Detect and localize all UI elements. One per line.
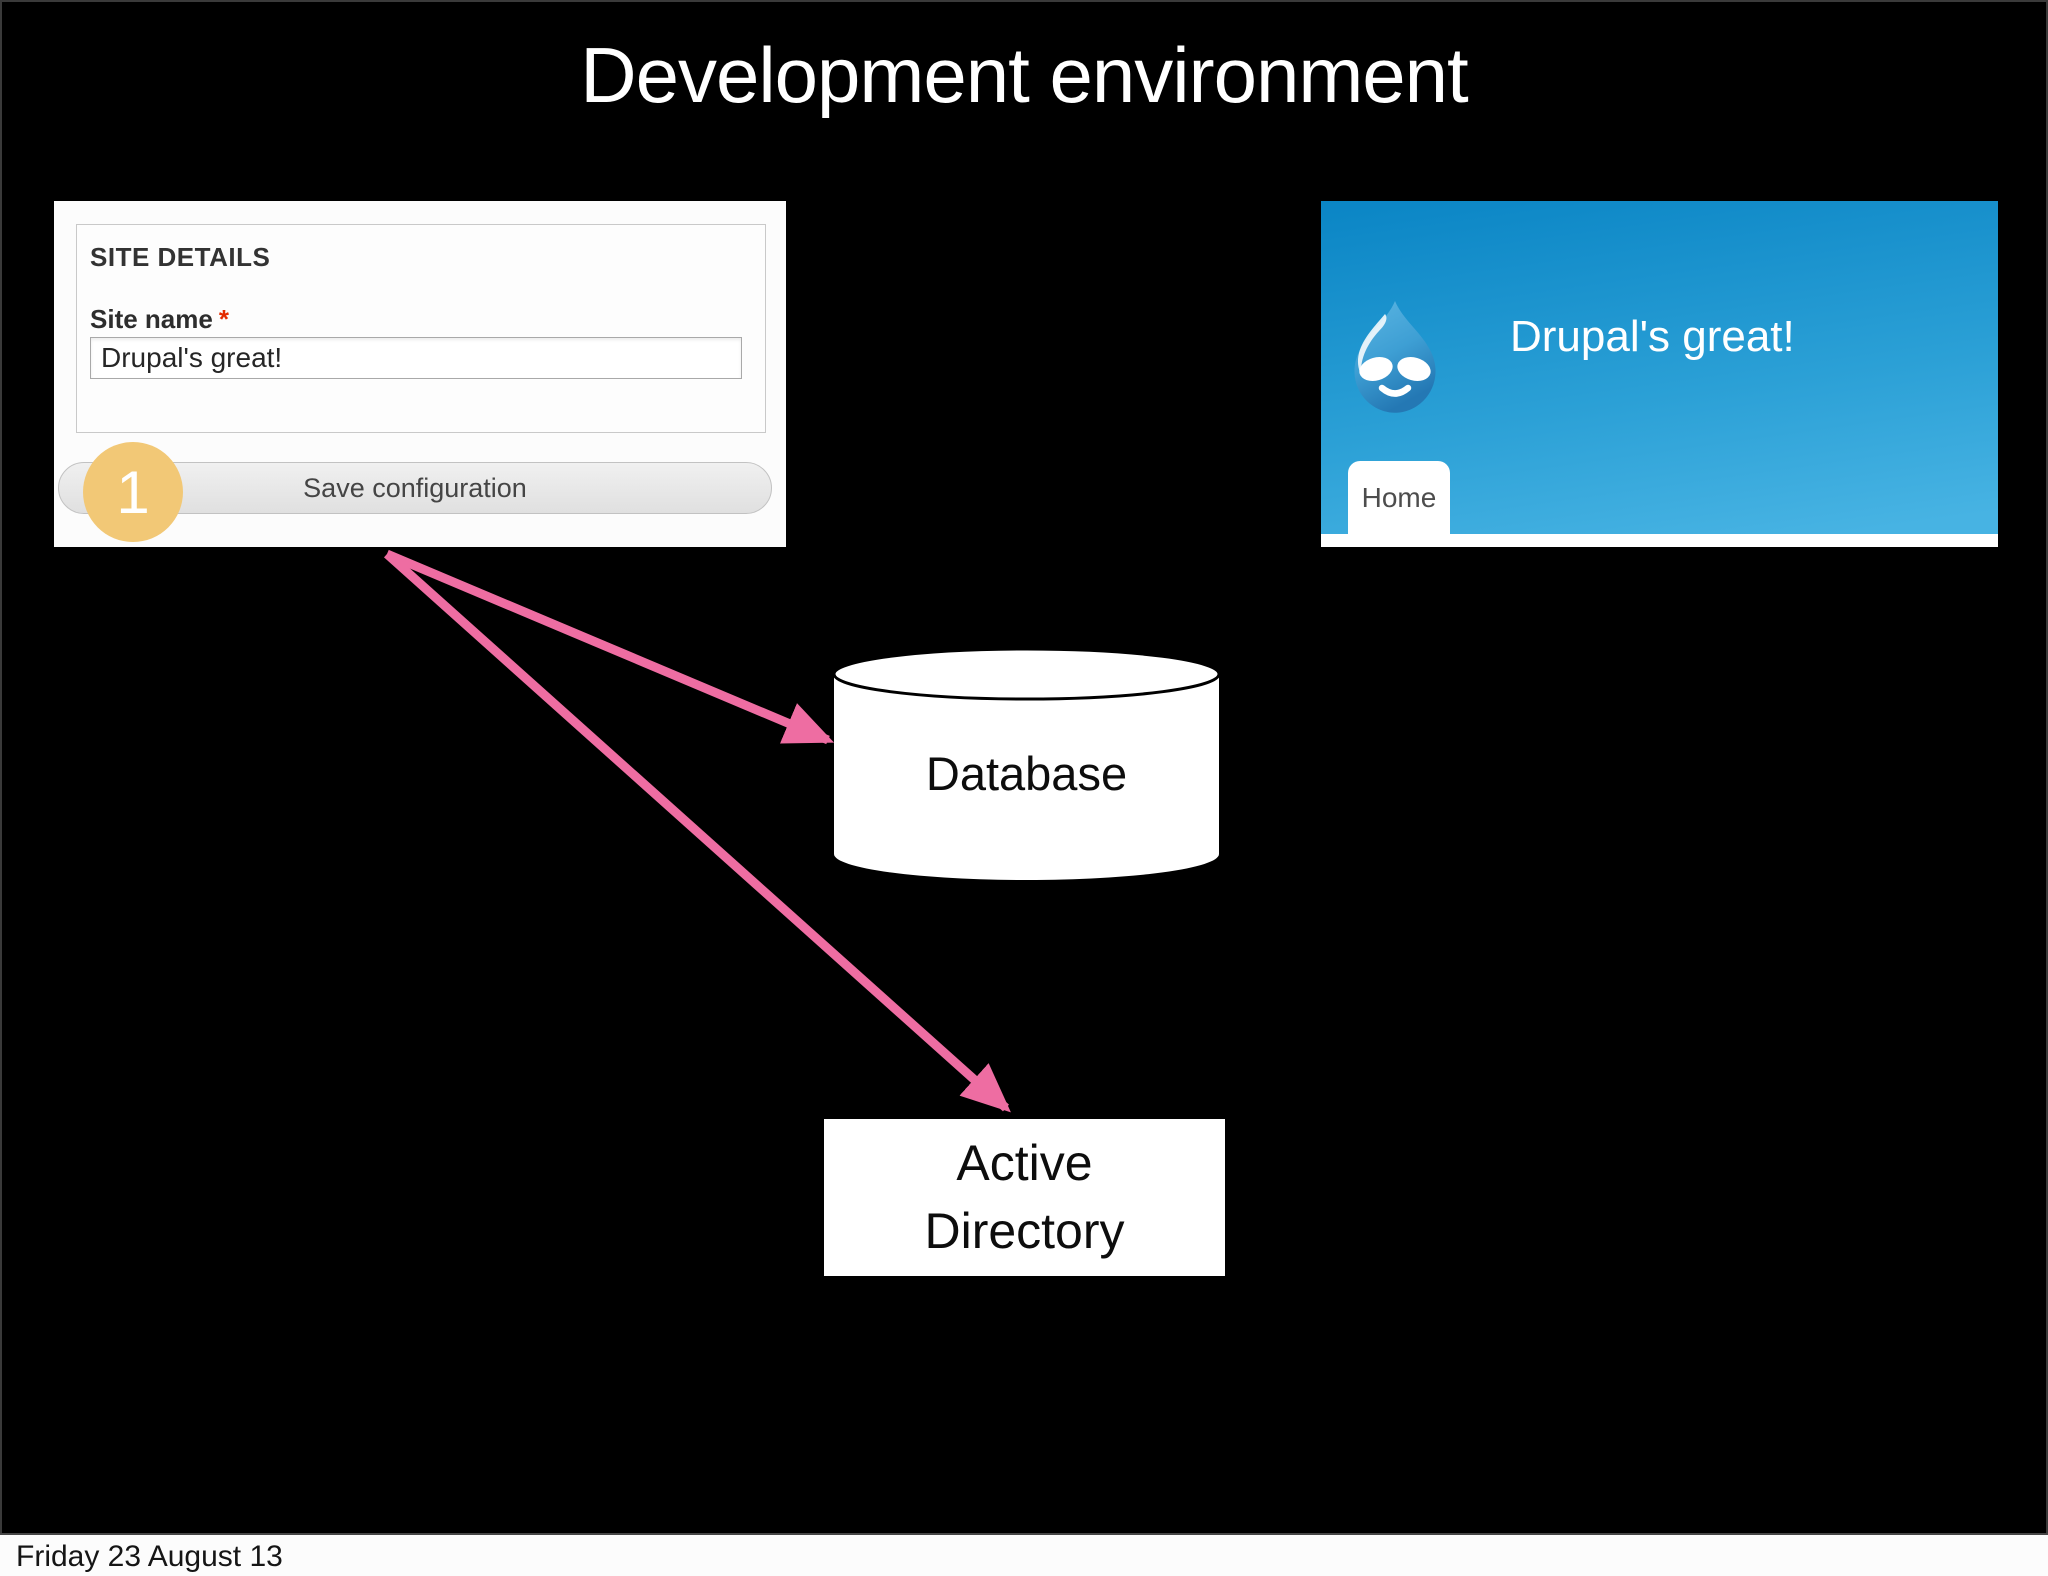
- site-name-input[interactable]: [90, 337, 742, 379]
- home-tab-label: Home: [1361, 481, 1437, 513]
- druplicon-icon: [1354, 301, 1436, 413]
- slide-canvas: Development environment SITE DETAILS: [0, 0, 2048, 1533]
- site-details-fieldset: SITE DETAILS Site name*: [76, 224, 766, 433]
- site-preview: Drupal's great! Home: [1321, 201, 1998, 547]
- content-strip: [1321, 534, 1998, 547]
- fieldset-legend: SITE DETAILS: [90, 242, 271, 272]
- active-directory-box: Active Directory: [824, 1119, 1225, 1276]
- active-directory-label: Active Directory: [924, 1135, 1125, 1259]
- slide-title: Development environment: [580, 31, 1468, 119]
- database-label: Database: [925, 747, 1128, 800]
- site-title: Drupal's great!: [1510, 312, 1795, 361]
- site-details-form: SITE DETAILS Site name* Save configurati…: [54, 201, 786, 547]
- step-badge: 1: [83, 442, 183, 542]
- required-marker: *: [218, 304, 229, 334]
- save-configuration-button[interactable]: Save configuration: [58, 462, 772, 514]
- arrow-to-active-directory: [383, 550, 1011, 1113]
- export-date: Friday 23 August 13: [16, 1540, 283, 1573]
- site-name-label: Site name*: [90, 304, 229, 334]
- export-footer: Friday 23 August 13: [0, 1533, 2048, 1576]
- home-tab[interactable]: Home: [1348, 461, 1450, 534]
- arrow-to-database: [385, 549, 835, 745]
